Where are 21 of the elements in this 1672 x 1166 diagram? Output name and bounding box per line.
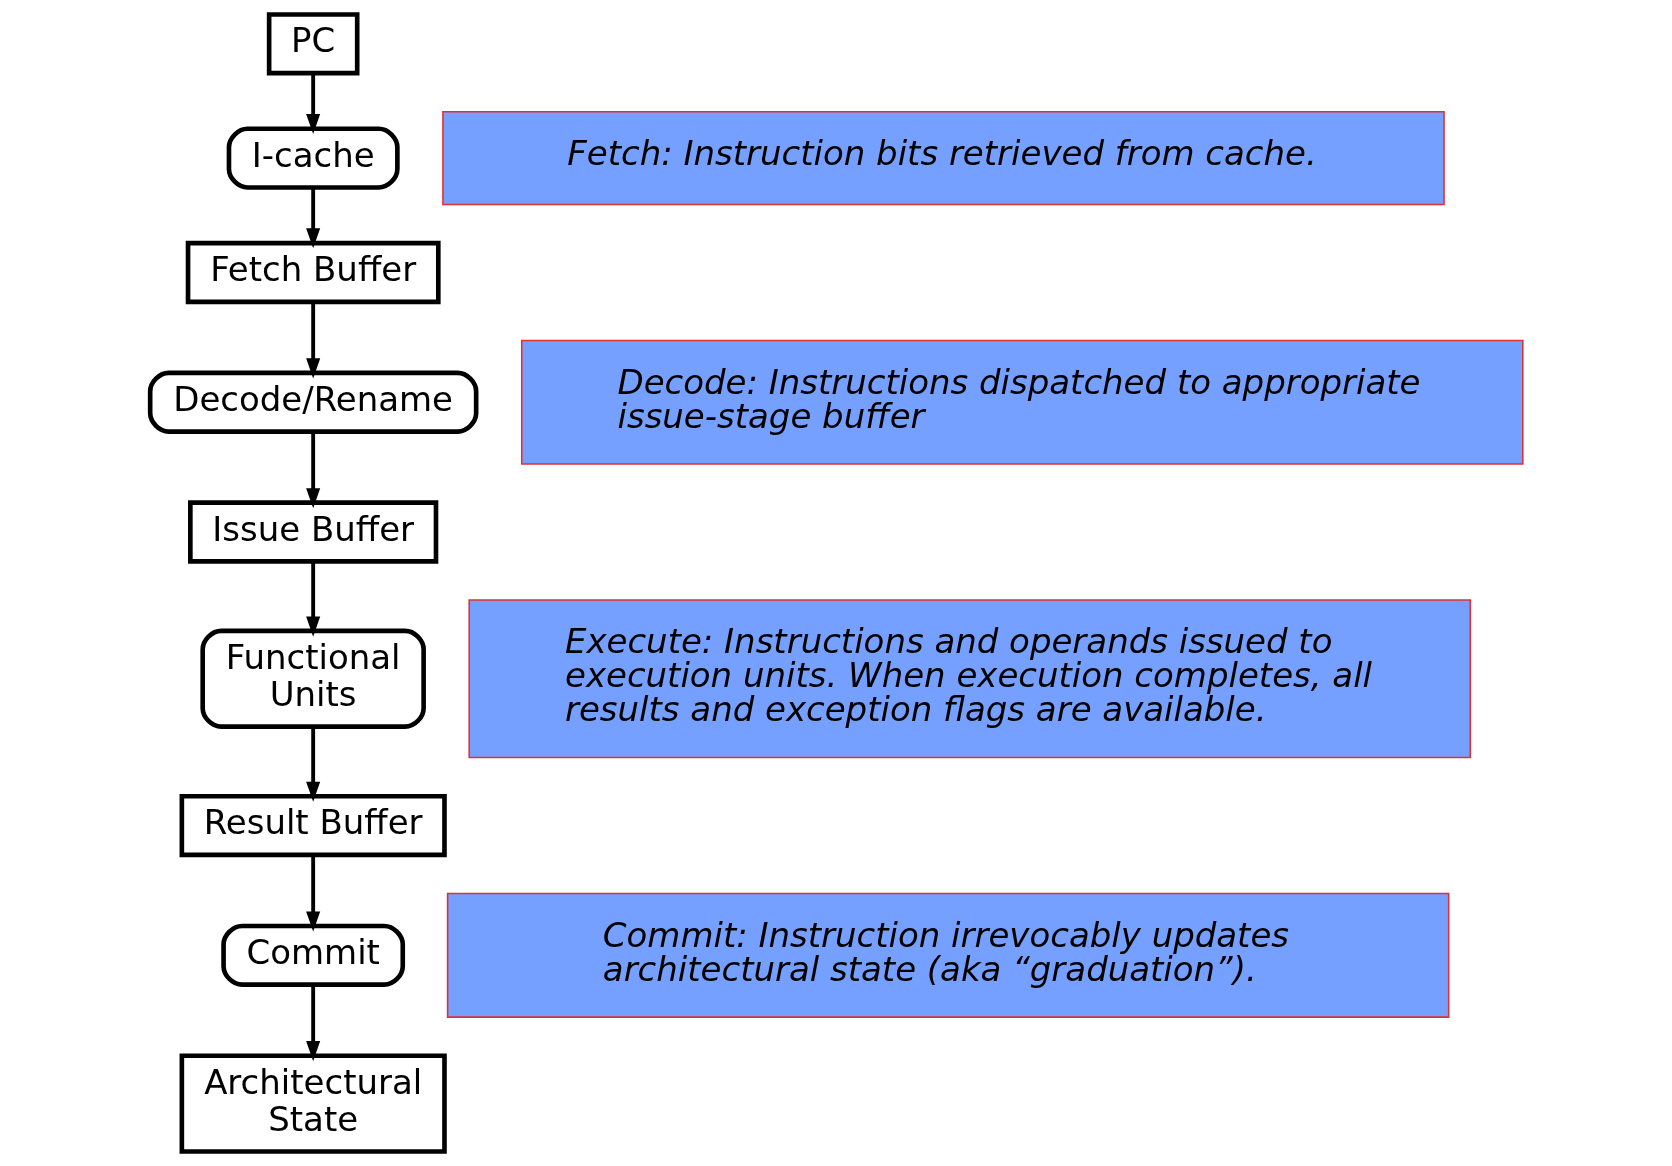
arrow xyxy=(305,431,320,509)
node-box: PC xyxy=(266,12,359,76)
node-box: Fetch: Instruction bits retrieved from cache. xyxy=(441,111,1445,206)
node-box: I-cache xyxy=(226,126,400,190)
node-box: Result Buffer xyxy=(179,793,447,858)
node-box: Functional Units xyxy=(199,628,426,729)
node-box: Fetch Buffer xyxy=(185,240,441,305)
node-box: Execute: Instructions and operands issued to execution units. When execution completes, all results and exception flags are available. xyxy=(467,599,1471,759)
node-box: Issue Buffer xyxy=(187,500,438,564)
arrow xyxy=(305,561,320,637)
arrow xyxy=(305,984,320,1062)
arrow xyxy=(305,187,320,249)
node-box: Architectural State xyxy=(179,1053,447,1154)
arrow xyxy=(305,855,320,932)
node-box: Commit xyxy=(220,923,405,987)
node-box: Commit: Instruction irrevocably updates architectural state (aka “graduation”). xyxy=(446,892,1449,1018)
arrow xyxy=(305,302,320,379)
node-box: Decode/Rename xyxy=(147,370,478,434)
arrow xyxy=(305,73,320,134)
node-box: Decode: Instructions dispatched to appropriate issue-stage buffer xyxy=(520,339,1524,465)
arrow xyxy=(305,726,320,802)
